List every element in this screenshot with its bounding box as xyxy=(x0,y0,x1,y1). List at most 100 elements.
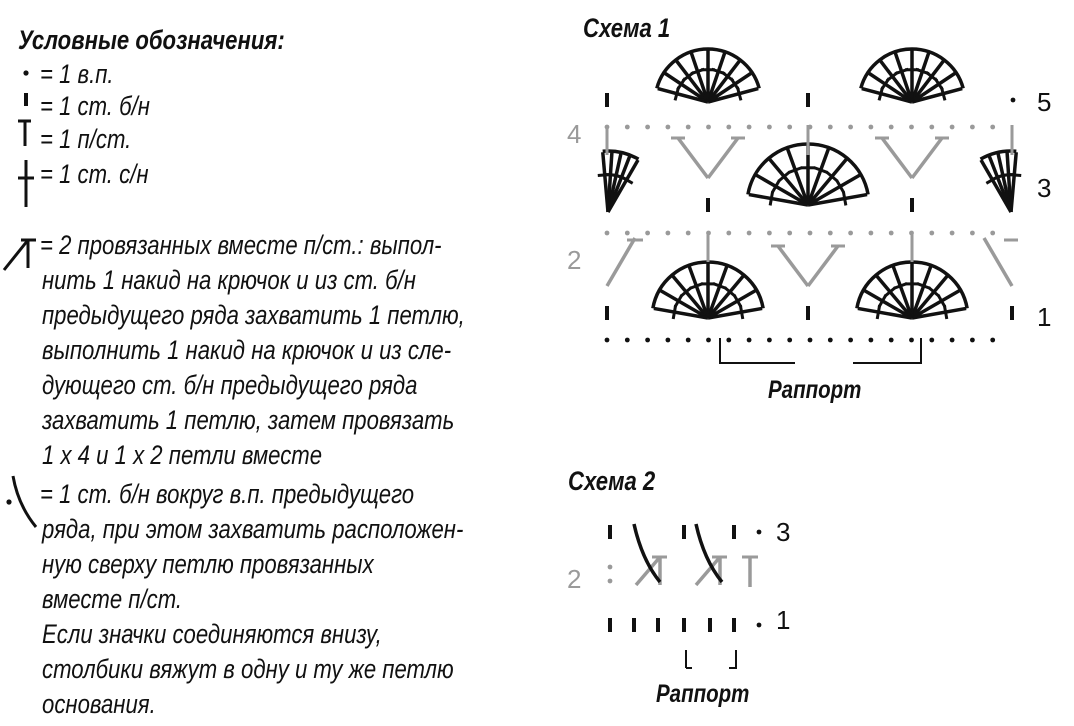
scheme1-fan-row5 xyxy=(706,52,727,103)
scheme1-fan-row3 xyxy=(807,173,861,207)
scheme1-fan-row5 xyxy=(707,71,753,104)
scheme1-row-4: 4 xyxy=(567,119,582,149)
scheme1-fan-row5 xyxy=(911,86,963,104)
scheme1-fan-row1 xyxy=(916,282,931,290)
scheme1-fan-row3-half xyxy=(979,149,1017,161)
scheme1-fan-row1 xyxy=(891,265,914,319)
scheme1-chain-row-4 xyxy=(665,124,671,130)
scheme1-chain-row-foundation xyxy=(827,337,833,343)
scheme1-chain-row-2 xyxy=(767,230,772,236)
scheme1-fan-row3-half xyxy=(985,174,1000,185)
scheme1-chain-row-2 xyxy=(685,230,691,236)
legend-para1-line2: нить 1 накид на крючок и из ст. б/н xyxy=(42,265,416,295)
scheme1-chain-row-foundation xyxy=(929,337,935,343)
scheme1-chain-row-4 xyxy=(787,124,793,130)
scheme1-fan-row5 xyxy=(655,47,761,89)
scheme2-chain-stitch xyxy=(756,622,762,628)
scheme1-fan-row1 xyxy=(687,265,710,319)
scheme1-row-2: 2 xyxy=(567,245,582,275)
legend-para2-line3: ную сверху петлю провязанных xyxy=(42,549,374,579)
scheme1-fan-row3-half xyxy=(602,149,640,161)
scheme1-chain-row-2 xyxy=(888,230,894,236)
scheme1-chain-row-foundation xyxy=(848,337,853,343)
scheme1-fan-row1 xyxy=(671,274,710,320)
scheme1-chain-row-2 xyxy=(807,230,813,236)
legend-item-hdc: = 1 п/ст. xyxy=(40,124,132,154)
scheme1-fan-row5 xyxy=(893,52,914,103)
scheme1-fan-row1 xyxy=(653,306,709,320)
scheme1-fan-row1 xyxy=(875,274,914,320)
scheme1-fan-row3 xyxy=(807,192,868,207)
scheme1-fan-row1 xyxy=(707,306,763,320)
scheme1-fan-row1 xyxy=(910,265,933,319)
scheme1-fan-row1 xyxy=(671,304,678,320)
scheme1-fan-row1 xyxy=(857,306,913,320)
scheme1-fan-row3 xyxy=(813,166,828,174)
scheme2-chain-stitch-gray xyxy=(607,564,613,570)
scheme1-chain-row-foundation xyxy=(665,337,671,343)
scheme2-title: Схема 2 xyxy=(568,466,656,496)
scheme1-fan-row1 xyxy=(738,304,745,320)
scheme1-fan-row5 xyxy=(878,59,914,104)
legend-para1-line4: выполнить 1 накид на крючок и из сле- xyxy=(42,335,452,365)
scheme1-fan-row1 xyxy=(875,304,882,320)
scheme1-hdc2tog-row4 xyxy=(910,136,944,180)
scheme1-fan-row3 xyxy=(770,179,781,194)
scheme2-row-1: 1 xyxy=(776,605,791,635)
double-crochet-icon xyxy=(18,160,34,207)
legend-item-dc: = 1 ст. с/н xyxy=(40,159,149,189)
scheme1-chain-row-2 xyxy=(746,230,752,236)
scheme1-row-1: 1 xyxy=(1037,302,1052,332)
scheme1-chain-row-2 xyxy=(949,230,955,236)
scheme1-hdc2tog-row2 xyxy=(806,244,840,288)
legend-para1-line6: захватить 1 петлю, затем провязать xyxy=(42,405,455,435)
half-double-crochet-icon xyxy=(18,119,31,146)
scheme1-fan-row3 xyxy=(748,192,809,207)
scheme1-fan-row1 xyxy=(712,282,727,290)
scheme1-rapport-bracket xyxy=(719,338,795,364)
scheme1-chain-row-4 xyxy=(990,124,996,130)
scheme1-hdc2tog-row4 xyxy=(676,136,710,180)
scheme1-fan-row1 xyxy=(927,286,941,298)
scheme1-hdc2tog-row4 xyxy=(880,136,914,180)
scheme1-fan-row1 xyxy=(706,274,745,320)
scheme1-fan-row3 xyxy=(788,166,803,174)
scheme1-chain-row-4 xyxy=(685,124,691,130)
scheme1-fan-row3 xyxy=(777,170,791,183)
legend-para1-line3: предыдущего ряда захватить 1 петлю, xyxy=(42,300,465,330)
scheme1-fan-row1 xyxy=(883,286,897,298)
scheme1-chain-row-2 xyxy=(665,230,671,236)
scheme1-fan-row5 xyxy=(663,71,709,104)
scheme1-chain-stitch xyxy=(1010,97,1016,103)
scheme1-fan-row1 xyxy=(893,282,908,290)
scheme1-hdc2tog-row4 xyxy=(706,136,740,180)
scheme1-fan-row1 xyxy=(942,304,949,320)
scheme1-fan-row1 xyxy=(707,288,757,320)
scheme1-rapport-bracket xyxy=(853,338,922,364)
scheme1-chain-row-4 xyxy=(949,124,955,130)
scheme1-chain-row-foundation xyxy=(746,337,752,343)
scheme1-fan-row5 xyxy=(674,59,710,104)
legend-item-sc: = 1 ст. б/н xyxy=(40,91,150,121)
scheme1-row-3: 3 xyxy=(1037,173,1052,203)
scheme2-hdc2tog xyxy=(634,555,662,587)
scheme1-chain-row-foundation xyxy=(706,337,711,343)
scheme1-fan-row5 xyxy=(706,59,742,104)
scheme1-fan-row5 xyxy=(910,59,946,104)
scheme1-fan-row5 xyxy=(877,86,885,101)
scheme1-fan-row3 xyxy=(825,170,839,183)
scheme1-fan-row3 xyxy=(755,173,809,207)
scheme1-fan-row5 xyxy=(867,71,913,104)
scheme1-chain-row-foundation xyxy=(970,337,975,343)
scheme1-fan-row5 xyxy=(859,47,965,89)
scheme1-chain-row-4 xyxy=(868,124,874,130)
legend-para3-line2: столбики вяжут в одну и ту же петлю xyxy=(42,654,454,684)
scheme2-chain-stitch-gray xyxy=(607,578,613,584)
scheme1-chain-row-4 xyxy=(848,124,853,130)
legend-para1-line7: 1 х 4 и 1 х 2 петли вместе xyxy=(42,440,323,470)
scheme1-chain-row-2 xyxy=(929,230,935,236)
scheme1-fan-row3 xyxy=(835,179,846,194)
scheme1-fan-row3 xyxy=(806,157,848,207)
